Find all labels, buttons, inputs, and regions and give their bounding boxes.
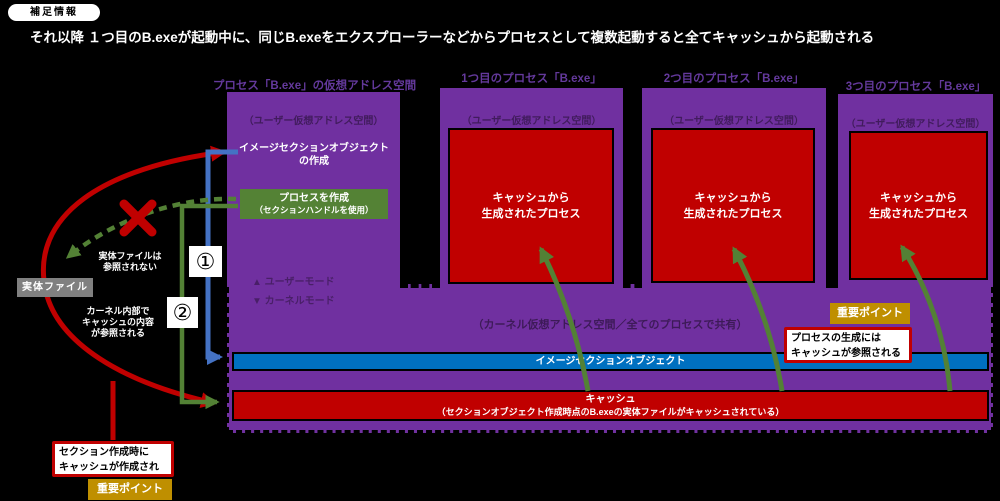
- cache-bar-title: キャッシュ: [585, 394, 636, 405]
- diagram-heading: それ以降 １つ目のB.exeが起動中に、同じB.exeをエクスプローラーなどから…: [30, 30, 875, 45]
- create-process-line2: （セクションハンドルを使用）: [254, 205, 374, 215]
- user-space-label: （ユーザー仮想アドレス空間）: [461, 116, 602, 127]
- cached-process-cell: キャッシュから 生成されたプロセス: [849, 131, 988, 280]
- step2-marker: ②: [167, 297, 198, 328]
- user-space-label: （ユーザー仮想アドレス空間）: [845, 119, 986, 130]
- create-process-step-box: プロセスを作成 （セクションハンドルを使用）: [240, 189, 388, 219]
- step1-marker: ①: [189, 246, 222, 277]
- user-space-label: （ユーザー仮想アドレス空間）: [664, 116, 804, 127]
- process2-title: 2つ目のプロセス「B.exe」: [663, 73, 805, 85]
- process3-title: 3つ目のプロセス「B.exe」: [845, 81, 987, 93]
- kernel-mode-label: ▼ カーネルモード: [252, 296, 335, 307]
- kernel-reference-note: カーネル内部で キャッシュの内容 が参照される: [81, 306, 154, 338]
- important-point-badge: 重要ポイント: [88, 479, 172, 500]
- important-point-badge: 重要ポイント: [830, 303, 910, 324]
- process1-title: 1つ目のプロセス「B.exe」: [461, 73, 602, 85]
- callout-bottom-line2: キャッシュが作成される: [59, 462, 159, 488]
- entity-file-box: 実体ファイル: [17, 278, 93, 297]
- create-process-line1: プロセスを作成: [279, 193, 349, 204]
- callout-right-line2: キャッシュが参照される: [791, 348, 901, 359]
- boundary-dashes: [826, 284, 838, 293]
- user-mode-label: ▲ ユーザーモード: [252, 277, 335, 288]
- callout-bottom-line1: セクション作成時に: [59, 447, 149, 458]
- x-mark-icon: [119, 199, 157, 237]
- cached-process-cell: キャッシュから 生成されたプロセス: [448, 128, 614, 284]
- cache-referenced-callout: プロセスの生成には キャッシュが参照される: [784, 327, 912, 363]
- cache-bar-subtitle: （セクションオブジェクト作成時点のB.exeの実体ファイルがキャッシュされている…: [436, 407, 785, 417]
- supplement-info-badge: 補足情報: [8, 4, 100, 21]
- image-section-creation-label: イメージセクションオブジェクトの作成: [239, 143, 389, 167]
- boundary-dashes: [623, 284, 642, 293]
- callout-right-line1: プロセスの生成には: [791, 333, 881, 344]
- not-referenced-note: 実体ファイルは 参照されない: [98, 251, 162, 272]
- cache-created-callout: セクション作成時に キャッシュが作成される: [52, 441, 174, 488]
- cached-process-cell: キャッシュから 生成されたプロセス: [651, 128, 815, 283]
- cache-bar: キャッシュ （セクションオブジェクト作成時点のB.exeの実体ファイルがキャッシ…: [232, 390, 989, 421]
- left-column-title: プロセス「B.exe」の仮想アドレス空間: [212, 80, 417, 92]
- user-space-label: （ユーザー仮想アドレス空間）: [243, 116, 384, 127]
- boundary-dashes: [400, 284, 440, 293]
